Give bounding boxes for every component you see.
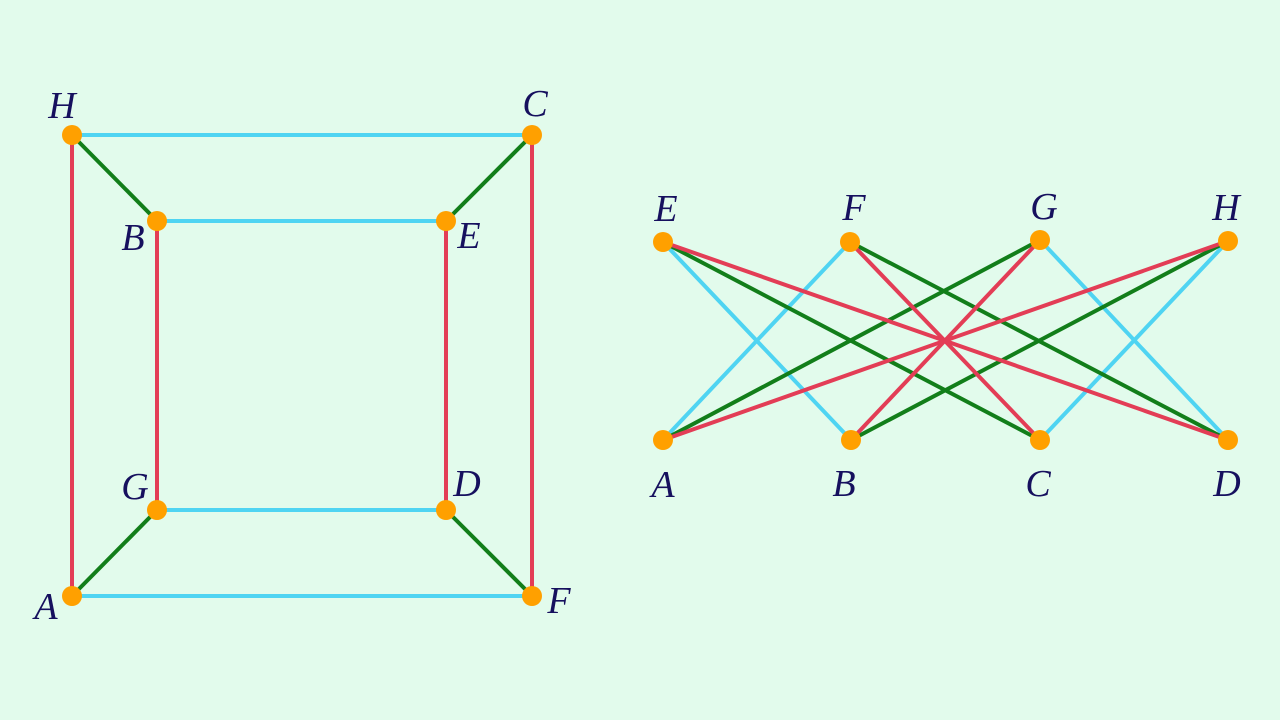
bipartite-vertex-C — [1030, 430, 1050, 450]
bipartite-vertex-label-F: F — [841, 187, 866, 229]
cube-vertex-label-H: H — [47, 85, 78, 127]
cube-edge-C-E — [444, 133, 534, 223]
cube-vertex-label-B: B — [121, 217, 144, 259]
cube-vertex-label-C: C — [522, 83, 548, 125]
cube-vertex-label-F: F — [546, 580, 571, 622]
cube-vertex-label-G: G — [121, 466, 148, 508]
cube-edge-D-F — [444, 508, 534, 598]
cube-vertex-A — [62, 586, 82, 606]
cube-vertex-D — [436, 500, 456, 520]
cube-vertex-label-E: E — [456, 215, 480, 257]
bipartite-graph: E F G H A B C D — [648, 186, 1242, 506]
cube-vertex-B — [147, 211, 167, 231]
bipartite-vertex-D — [1218, 430, 1238, 450]
bipartite-edge-H-A — [661, 239, 1230, 442]
bipartite-edge-H-C — [1038, 239, 1230, 442]
cube-vertex-C — [522, 125, 542, 145]
bipartite-vertex-label-D: D — [1212, 463, 1240, 505]
bipartite-vertex-A — [653, 430, 673, 450]
bipartite-vertex-label-A: A — [648, 464, 675, 506]
bipartite-vertex-B — [841, 430, 861, 450]
bipartite-edge-G-A — [661, 238, 1042, 442]
bipartite-vertex-label-G: G — [1030, 186, 1057, 228]
bipartite-vertex-H — [1218, 231, 1238, 251]
bipartite-vertex-label-C: C — [1025, 463, 1051, 505]
cube-graph: H C B E G D A F — [31, 83, 571, 628]
cube-vertex-E — [436, 211, 456, 231]
cube-vertex-F — [522, 586, 542, 606]
cube-vertex-H — [62, 125, 82, 145]
bipartite-vertex-label-H: H — [1211, 187, 1242, 229]
bipartite-vertex-G — [1030, 230, 1050, 250]
bipartite-vertex-label-B: B — [832, 463, 855, 505]
cube-vertex-G — [147, 500, 167, 520]
bipartite-vertex-label-E: E — [653, 188, 677, 230]
cube-edge-G-A — [70, 508, 159, 598]
bipartite-edge-H-B — [849, 239, 1230, 442]
bipartite-vertex-E — [653, 232, 673, 252]
bipartite-vertex-F — [840, 232, 860, 252]
cube-vertex-label-D: D — [452, 463, 480, 505]
bipartite-edge-F-A — [661, 240, 852, 442]
cube-edge-H-B — [70, 133, 159, 223]
cube-vertex-label-A: A — [31, 586, 58, 628]
